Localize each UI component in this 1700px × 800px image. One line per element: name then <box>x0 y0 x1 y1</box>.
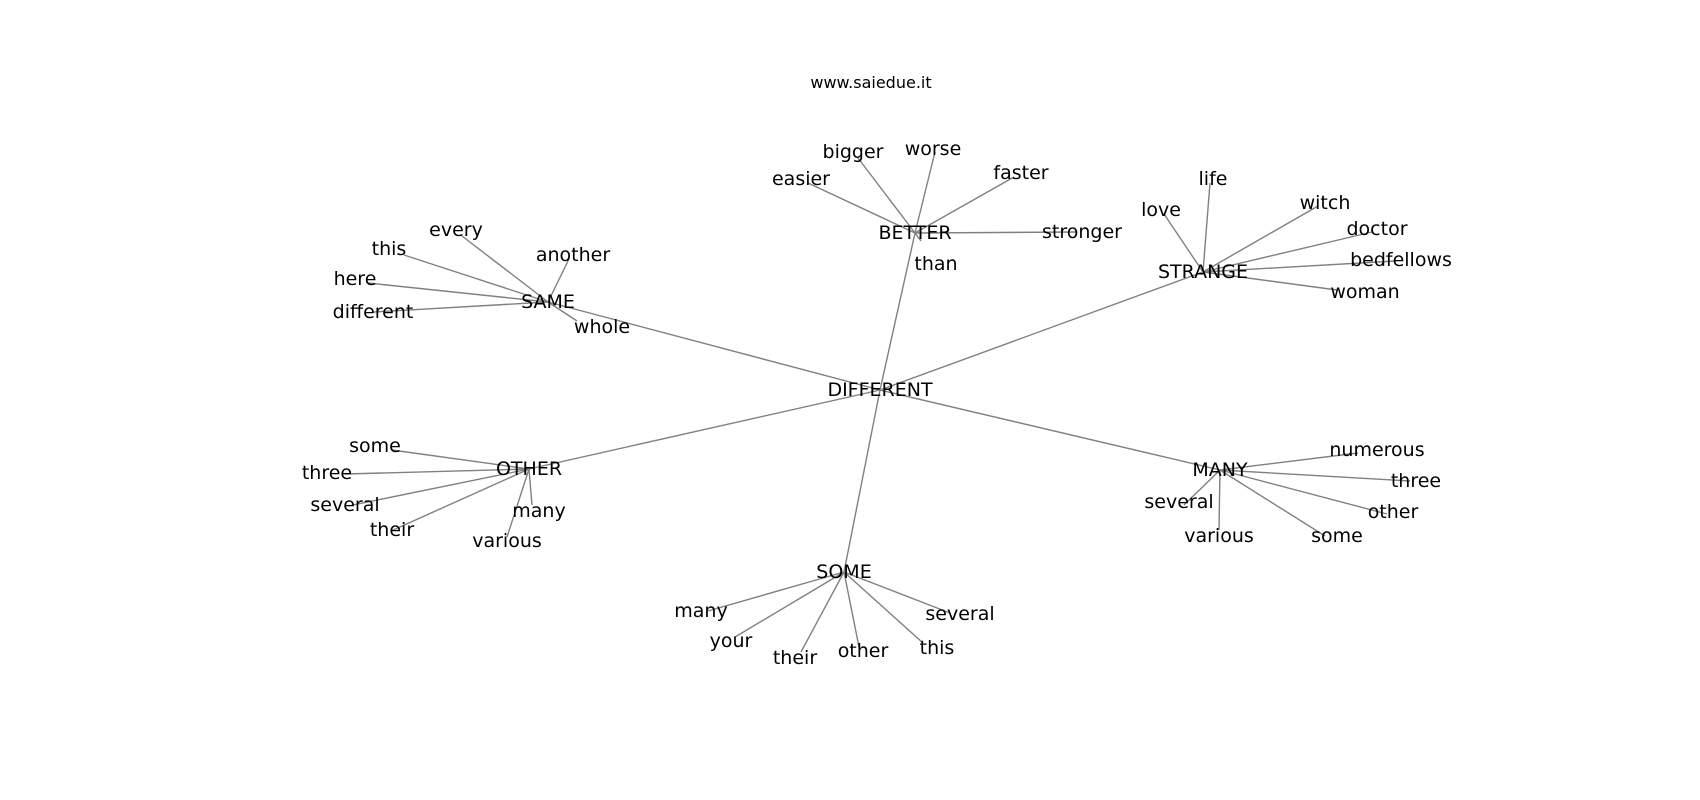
leaf-word-label: bigger <box>823 141 884 163</box>
leaf-word-label: this <box>372 238 407 260</box>
leaf-word-label: different <box>333 301 414 323</box>
hub-many-label: MANY <box>1192 459 1248 481</box>
leaf-edge <box>390 468 530 532</box>
leaf-word-label: numerous <box>1329 439 1424 461</box>
leaf-word-label: many <box>674 600 727 622</box>
leaf-edge <box>800 571 845 653</box>
leaf-word-label: woman <box>1330 281 1399 303</box>
leaf-edge <box>1218 469 1221 531</box>
hub-same-label: SAME <box>521 291 575 313</box>
leaf-edge <box>843 571 951 614</box>
hub-strange-label: STRANGE <box>1158 261 1248 283</box>
leaf-word-label: another <box>536 244 610 266</box>
leaf-edge <box>461 235 549 303</box>
leaf-word-label: various <box>472 530 542 552</box>
leaf-word-label: several <box>1144 491 1213 513</box>
leaf-word-label: several <box>925 603 994 625</box>
leaf-word-label: bedfellows <box>1350 249 1452 271</box>
leaf-word-label: other <box>838 640 889 662</box>
center-edge <box>547 301 881 391</box>
leaf-word-label: three <box>302 462 352 484</box>
leaf-word-label: some <box>1311 525 1363 547</box>
leaf-word-label: every <box>429 219 483 241</box>
leaf-word-label: whole <box>574 316 630 338</box>
leaf-word-label: worse <box>905 138 962 160</box>
leaf-edge <box>547 258 570 303</box>
leaf-edge <box>914 176 1015 234</box>
leaf-edge <box>391 449 530 470</box>
leaf-word-label: some <box>349 435 401 457</box>
leaf-word-label: stronger <box>1042 221 1122 243</box>
leaf-edge <box>707 571 845 612</box>
leaf-word-label: many <box>512 500 565 522</box>
leaf-edge <box>857 157 916 234</box>
leaf-word-label: three <box>1391 470 1441 492</box>
leaf-edge <box>506 468 530 538</box>
leaf-word-label: here <box>334 268 377 290</box>
leaf-word-label: doctor <box>1346 218 1407 240</box>
center-edge <box>528 389 881 470</box>
leaf-edge <box>1183 469 1221 506</box>
hub-other-label: OTHER <box>496 458 562 480</box>
leaf-edge <box>1219 452 1359 471</box>
leaf-word-label: their <box>773 647 817 669</box>
leaf-edge <box>1202 231 1373 273</box>
leaf-word-label: faster <box>993 162 1048 184</box>
leaf-word-label: other <box>1368 501 1419 523</box>
leaf-edge <box>734 571 845 638</box>
leaf-edge <box>914 231 1077 234</box>
leaf-word-label: than <box>914 253 957 275</box>
leaf-edge <box>1163 213 1204 273</box>
center-node-label: DIFFERENT <box>827 379 933 401</box>
leaf-edge <box>1219 469 1411 482</box>
leaf-edge <box>1202 271 1338 291</box>
leaf-word-label: life <box>1199 168 1228 190</box>
site-watermark: www.saiedue.it <box>810 73 931 92</box>
leaf-word-label: their <box>370 519 414 541</box>
leaf-edge <box>1219 469 1326 537</box>
center-edge <box>843 389 881 573</box>
center-edge <box>879 271 1204 391</box>
leaf-edge <box>914 151 936 234</box>
leaf-word-label: this <box>920 637 955 659</box>
leaf-edge <box>528 468 533 506</box>
leaf-edge <box>373 301 549 313</box>
leaf-edge <box>843 571 860 648</box>
leaf-word-label: easier <box>772 168 830 190</box>
leaf-word-label: various <box>1184 525 1254 547</box>
hub-better-label: BETTER <box>878 222 951 244</box>
leaf-edge <box>1202 205 1319 273</box>
leaf-word-label: love <box>1141 199 1181 221</box>
leaf-edge <box>344 468 530 475</box>
leaf-word-label: witch <box>1300 192 1351 214</box>
center-edge <box>879 389 1221 471</box>
hub-some-label: SOME <box>816 561 871 583</box>
leaf-edge <box>1202 260 1396 273</box>
leaf-edge <box>367 282 549 303</box>
leaf-edge <box>347 468 530 507</box>
leaf-word-label: your <box>710 630 753 652</box>
leaf-edge <box>807 182 916 234</box>
leaf-edge <box>403 254 549 303</box>
leaf-word-label: several <box>310 494 379 516</box>
leaf-edge <box>547 301 578 322</box>
leaf-edge <box>843 571 924 644</box>
leaf-edge <box>1202 182 1211 273</box>
leaf-edge <box>914 232 922 242</box>
leaf-edge <box>1219 469 1388 515</box>
center-edge <box>879 232 916 391</box>
